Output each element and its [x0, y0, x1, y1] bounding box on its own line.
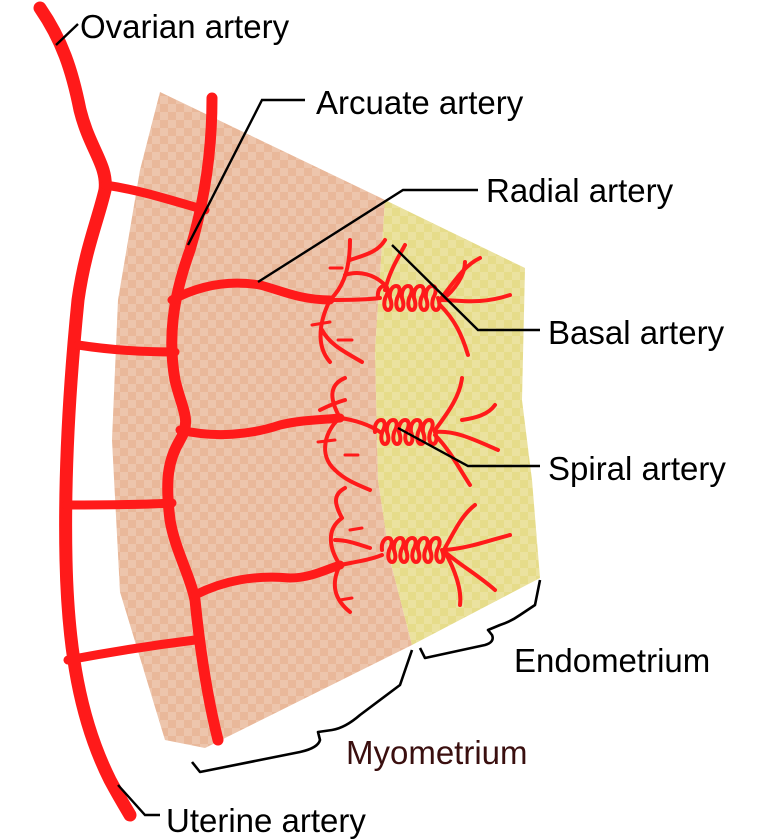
spiral-artery-coil	[379, 536, 446, 564]
connector-branch	[61, 498, 177, 510]
endometrium-region	[375, 200, 540, 645]
uterine-artery-label: Uterine artery	[166, 802, 366, 839]
connector-branch	[100, 180, 210, 215]
radial-artery	[175, 413, 345, 440]
basal-leader	[391, 244, 540, 332]
endometrium-brace	[418, 579, 542, 660]
myometrium-label: Myometrium	[346, 734, 528, 771]
ovarian-artery-label: Ovarian artery	[80, 8, 290, 45]
spiral-artery-label: Spiral artery	[548, 450, 726, 487]
endometrium-label: Endometrium	[514, 642, 710, 679]
leader-lines	[55, 23, 540, 817]
radial-leader	[257, 188, 478, 284]
basal-artery-label: Basal artery	[548, 314, 725, 351]
connector-branch	[73, 340, 180, 357]
spiral-coil	[379, 536, 446, 564]
ovarian-leader	[55, 23, 79, 46]
artery-tuft	[328, 486, 512, 614]
myometrium-brace	[190, 649, 414, 774]
arcuate-vessel	[162, 92, 224, 746]
connector-branch	[63, 635, 200, 665]
spiral-coil	[375, 284, 442, 312]
uterine-main-vessel	[33, 1, 137, 822]
uterine-leader	[117, 784, 160, 817]
arcuate-artery-label: Arcuate artery	[316, 84, 524, 121]
radial-artery	[190, 560, 345, 600]
radial-artery-label: Radial artery	[486, 172, 674, 209]
spiral-leader	[397, 426, 540, 468]
arcuate-leader	[186, 98, 305, 246]
artery-tuft	[316, 376, 500, 492]
spiral-artery-coil	[375, 284, 442, 312]
radial-artery	[167, 278, 335, 305]
